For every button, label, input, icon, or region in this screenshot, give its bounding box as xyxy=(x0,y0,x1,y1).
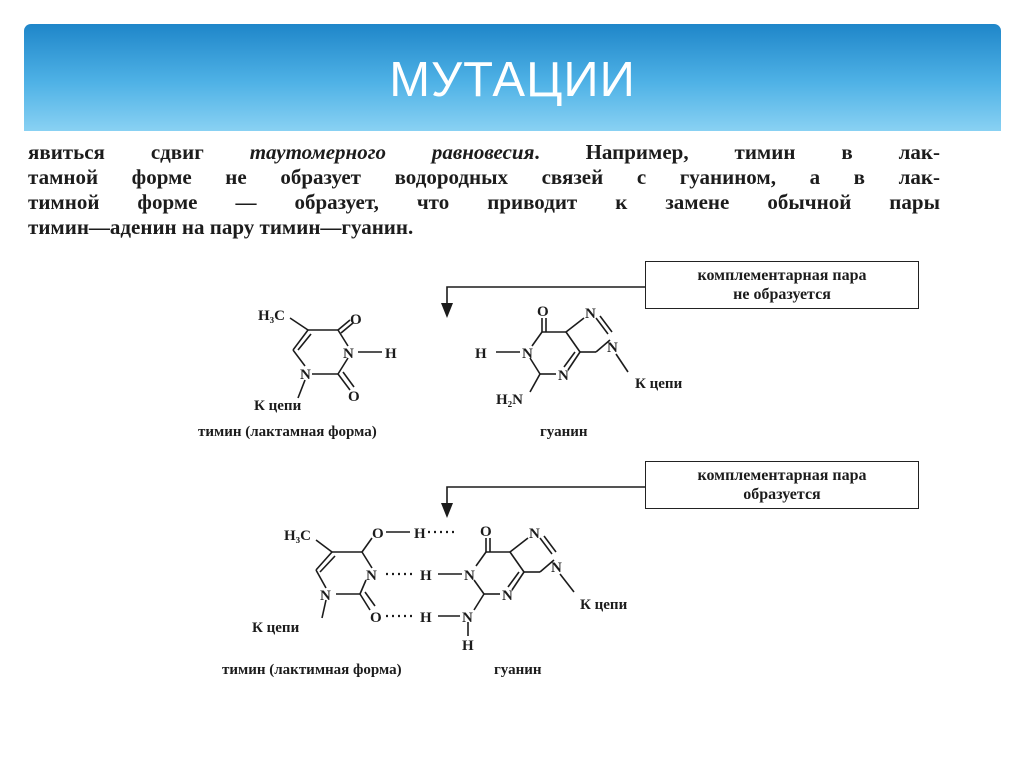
arrow-top xyxy=(446,286,645,305)
svg-text:H: H xyxy=(420,568,432,584)
chain-label: К цепи xyxy=(635,376,683,392)
caption-guanine-bottom: гуанин xyxy=(494,662,542,678)
body-paragraph: явиться сдвиг таутомерного равновесия. Н… xyxy=(28,140,940,240)
svg-text:N: N xyxy=(522,346,533,362)
svg-text:O: O xyxy=(480,524,492,540)
paragraph-line-1: явиться сдвиг таутомерного равновесия. Н… xyxy=(28,140,940,164)
svg-text:N: N xyxy=(607,340,618,356)
chain-label: К цепи xyxy=(254,398,302,414)
guanine-structure-top xyxy=(496,315,629,393)
svg-text:O: O xyxy=(537,304,549,320)
svg-text:N: N xyxy=(366,568,377,584)
callout-pair-forms: комплементарная пара образуется xyxy=(645,461,919,509)
svg-text:H: H xyxy=(420,610,432,626)
paragraph-line-4: тимин—аденин на пару тимин—гуанин. xyxy=(28,215,414,239)
caption-thymine-lactam: тимин (лактамная форма) xyxy=(198,424,377,440)
atom-h: H xyxy=(385,346,397,362)
title-banner: МУТАЦИИ xyxy=(24,24,1001,131)
atom-o: O xyxy=(350,312,362,328)
svg-text:N: N xyxy=(585,306,596,322)
svg-text:O: O xyxy=(372,526,384,542)
svg-text:N: N xyxy=(502,588,513,604)
svg-text:N: N xyxy=(551,560,562,576)
thymine-lactim-structure xyxy=(315,531,462,619)
svg-text:H₃C: H₃C xyxy=(284,528,311,544)
amino-group: H₂N xyxy=(496,392,523,408)
chain-label: К цепи xyxy=(580,597,628,613)
arrow-bottom xyxy=(446,486,645,505)
svg-text:H: H xyxy=(462,638,474,654)
atom-n: N xyxy=(300,367,311,383)
thymine-lactam-structure xyxy=(289,317,382,399)
chain-label: К цепи xyxy=(252,620,300,636)
arrowhead-top-icon xyxy=(441,303,453,318)
svg-text:N: N xyxy=(464,568,475,584)
emphasis-term: таутомерного равновесия xyxy=(249,140,535,164)
svg-text:N: N xyxy=(529,526,540,542)
guanine-structure-bottom xyxy=(467,535,575,636)
svg-text:N: N xyxy=(320,588,331,604)
slide-title: МУТАЦИИ xyxy=(389,53,636,107)
arrowhead-bottom-icon xyxy=(441,503,453,518)
atom-n: N xyxy=(343,346,354,362)
atom-o: O xyxy=(348,389,360,405)
paragraph-line-2: тамной форме не образует водородных связ… xyxy=(28,165,940,189)
paragraph-line-3: тимной форме — образует, что приводит к … xyxy=(28,190,940,214)
hydrogen-bonds xyxy=(386,530,458,618)
caption-guanine-top: гуанин xyxy=(540,424,588,440)
svg-text:N: N xyxy=(558,368,569,384)
thymine-methyl: H₃C xyxy=(258,308,285,324)
callout-no-pair: комплементарная пара не образуется xyxy=(645,261,919,309)
svg-text:H: H xyxy=(475,346,487,362)
caption-thymine-lactim: тимин (лактимная форма) xyxy=(222,662,402,678)
svg-text:H: H xyxy=(414,526,426,542)
svg-text:O: O xyxy=(370,610,382,626)
svg-text:N: N xyxy=(462,610,473,626)
